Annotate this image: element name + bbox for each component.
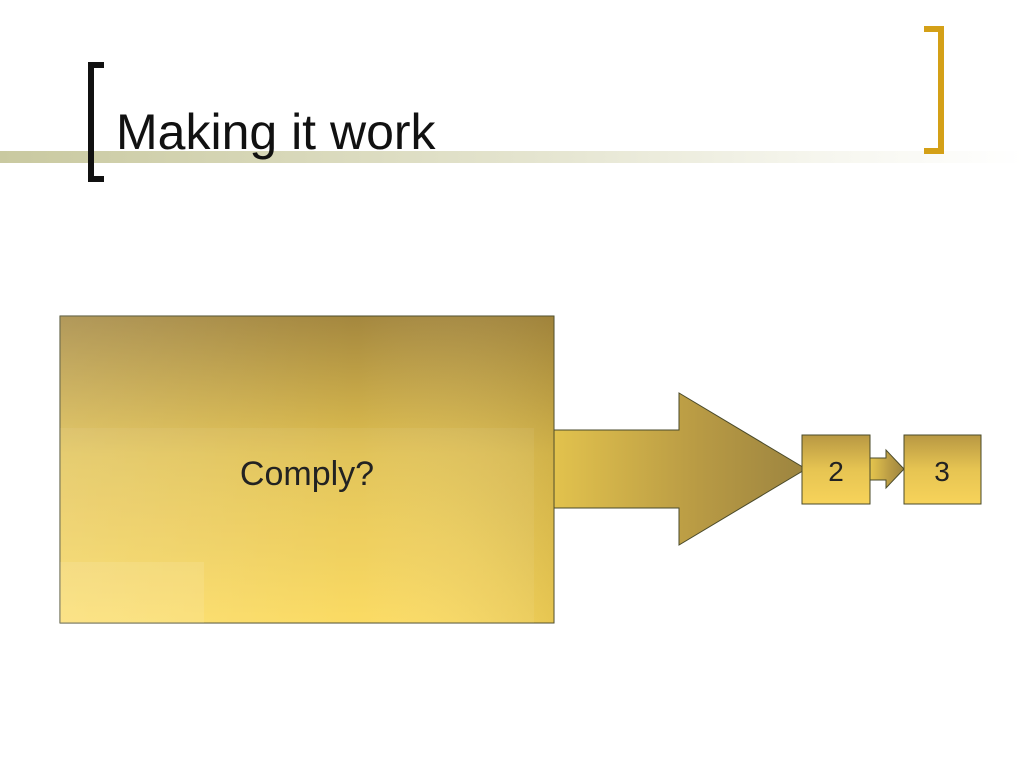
step-arrow — [869, 448, 905, 490]
left-bracket-decoration — [88, 62, 104, 182]
right-bracket-decoration — [924, 26, 944, 154]
main-flow-arrow — [539, 392, 807, 546]
title-underline-stripe — [0, 151, 1024, 163]
step-2-label: 2 — [828, 456, 844, 487]
comply-label: Comply? — [240, 455, 374, 493]
step-3-label: 3 — [934, 456, 950, 487]
step-2-box: 2 — [801, 434, 871, 505]
slide-title: Making it work — [116, 104, 436, 160]
comply-box: Comply? — [59, 315, 555, 624]
step-3-box: 3 — [903, 434, 982, 505]
